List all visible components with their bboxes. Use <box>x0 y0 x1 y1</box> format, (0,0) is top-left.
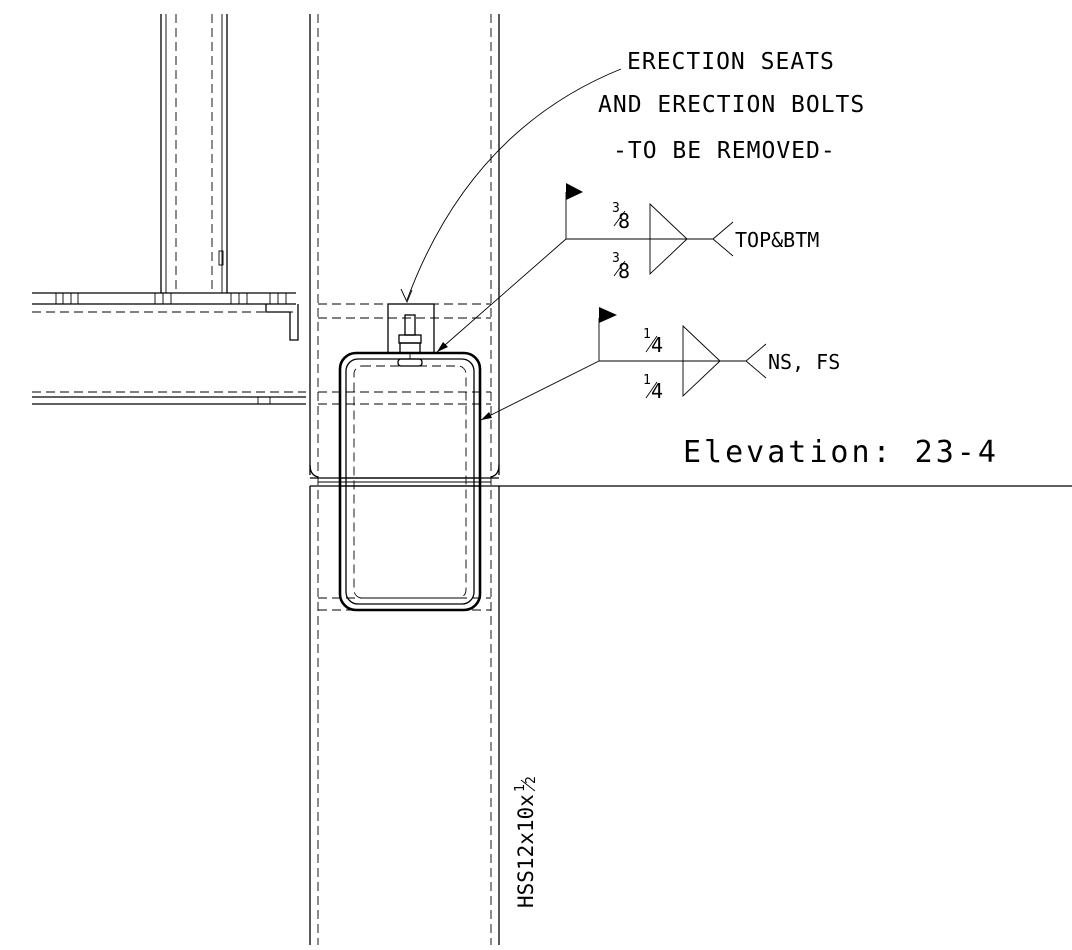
svg-text:2: 2 <box>524 776 539 784</box>
splice-line <box>310 477 1072 487</box>
hss-column <box>309 14 500 945</box>
svg-text:4: 4 <box>651 333 663 357</box>
svg-text:3: 3 <box>612 251 620 266</box>
svg-text:4: 4 <box>651 379 663 403</box>
erection-seat <box>387 303 435 367</box>
upper-left-beam <box>160 14 228 293</box>
erection-note: ERECTION SEATS AND ERECTION BOLTS -TO BE… <box>400 49 865 304</box>
svg-text:8: 8 <box>618 259 630 283</box>
svg-text:3: 3 <box>612 201 620 216</box>
weld-symbol-top: 3 8 3 8 TOP&BTM <box>436 183 819 353</box>
arrowhead-icon <box>481 412 492 420</box>
weld-tail-icon <box>745 343 767 379</box>
elevation-label: Elevation: 23-4 <box>683 435 999 470</box>
note-to-be-removed: -TO BE REMOVED- <box>613 138 836 164</box>
note-erection-seats: ERECTION SEATS <box>627 49 835 75</box>
arrowhead-icon <box>437 342 448 352</box>
svg-text:1: 1 <box>513 784 528 792</box>
fillet-weld-icon <box>649 202 688 276</box>
column-cap-lines <box>318 303 491 611</box>
fillet-weld-icon <box>682 324 721 398</box>
note-erection-bolts: AND ERECTION BOLTS <box>598 92 865 118</box>
left-horizontal-beam <box>32 292 306 405</box>
field-weld-flag-icon <box>599 307 617 323</box>
erection-leader <box>406 68 622 301</box>
member-size: HSS12x10x <box>514 794 538 908</box>
svg-text:1: 1 <box>643 327 651 342</box>
weld-tail-icon <box>712 221 734 257</box>
member-label: HSS12x10x 1 2 <box>513 776 539 908</box>
field-weld-flag-icon <box>566 183 583 200</box>
svg-text:8: 8 <box>618 209 630 233</box>
weld-tail-top-btm: TOP&BTM <box>735 228 819 252</box>
svg-text:1: 1 <box>643 373 651 388</box>
weld-tail-ns-fs: NS, FS <box>768 350 840 374</box>
weld-symbol-bottom: 1 4 1 4 NS, FS <box>480 307 840 421</box>
